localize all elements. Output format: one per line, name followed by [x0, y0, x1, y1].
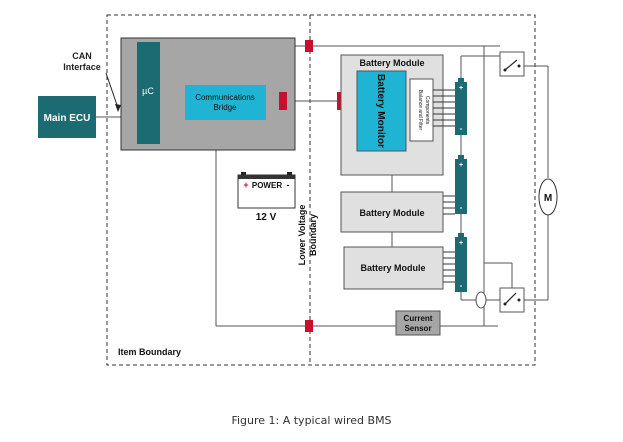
can-arrow-icon: [105, 72, 119, 109]
item-boundary-frame: [106, 14, 536, 366]
cell-stack-top-plus: +: [459, 85, 463, 92]
sense-lines: [433, 89, 455, 283]
connector-bottom: [305, 320, 313, 332]
connector-bridge-out: [279, 92, 287, 110]
battery-module-bottom-label: Battery Module: [360, 263, 425, 273]
main-ecu-box: [38, 96, 96, 138]
battery-monitor-label: Battery Monitor: [375, 74, 386, 148]
balance-filter-label-line2: Components: [424, 96, 430, 125]
cell-stack-bottom-plus: +: [459, 240, 463, 247]
current-sense-loop-icon: [475, 291, 487, 309]
balance-filter-label-line1: Balance and Filter: [417, 90, 423, 131]
battery-module-top-label: Battery Module: [359, 58, 424, 68]
uc-label: µC: [142, 86, 154, 96]
bms-diagram: Main ECU CAN Interface µC Communications…: [38, 14, 558, 366]
cell-stack-top: + -: [455, 78, 467, 135]
cell-stack-bottom: + -: [455, 233, 467, 292]
motor-label: M: [544, 193, 552, 204]
communications-bridge-block: [185, 85, 266, 120]
current-sensor-box: [395, 310, 441, 336]
balance-filter-block: [409, 78, 434, 142]
contactor-top-switch-icon: [504, 59, 518, 71]
battery-monitor-block: [356, 70, 407, 152]
can-arrowhead-icon: [115, 104, 121, 112]
battery-module-middle: [340, 191, 444, 233]
lower-voltage-label-line1: Lower Voltage: [297, 205, 307, 266]
lower-voltage-label-line2: Boundary: [308, 214, 318, 256]
cell-stack-top-minus: -: [460, 124, 463, 133]
voltage-label: 12 V: [256, 212, 277, 223]
comm-bridge-label-line1: Communications: [195, 93, 255, 102]
item-boundary-label: Item Boundary: [118, 347, 181, 357]
power-label: POWER: [252, 181, 282, 190]
power-battery-icon: [237, 172, 296, 209]
motor-icon: [538, 178, 558, 216]
comm-bridge-label-line2: Bridge: [213, 103, 237, 112]
battery-module-middle-label: Battery Module: [359, 208, 424, 218]
cell-stack-middle-plus: +: [459, 162, 463, 169]
current-sensor-label-line2: Sensor: [404, 324, 431, 333]
cell-stack-middle: + -: [455, 155, 467, 214]
figure-caption: Figure 1: A typical wired BMS: [231, 414, 392, 427]
power-minus: -: [287, 180, 290, 190]
battery-module-bottom: [343, 246, 444, 290]
current-sensor-label-line1: Current: [404, 314, 433, 323]
can-label-line1: CAN: [72, 51, 92, 61]
main-ecu-label: Main ECU: [44, 113, 91, 124]
cell-stack-bottom-minus: -: [460, 281, 463, 290]
connector-top: [305, 40, 313, 52]
microcontroller-block: [137, 42, 160, 144]
can-label-line2: Interface: [63, 62, 101, 72]
power-plus: +: [243, 180, 248, 190]
cell-stack-middle-minus: -: [460, 203, 463, 212]
contactor-bottom-switch-icon: [504, 292, 517, 305]
